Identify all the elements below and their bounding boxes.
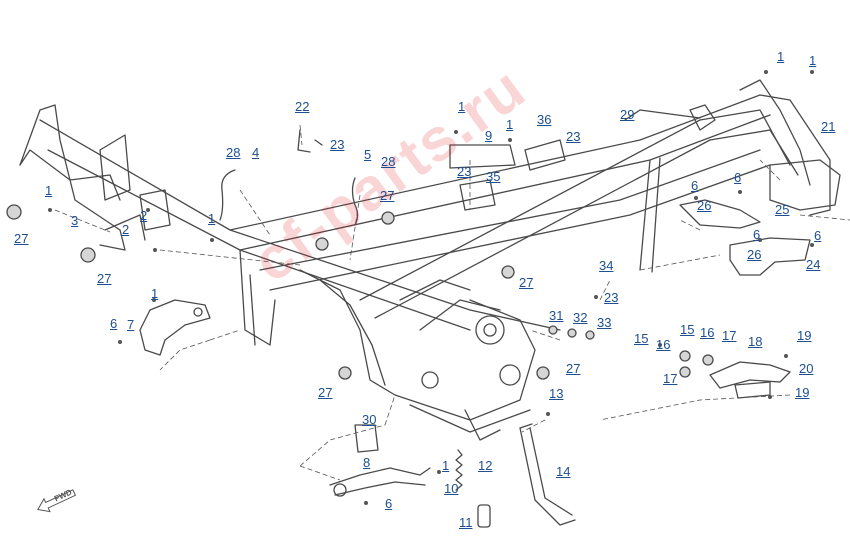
callout-17[interactable]: 17 [722,328,737,343]
callout-6[interactable]: 6 [385,496,393,511]
side-stand [519,423,576,526]
callout-27[interactable]: 27 [318,385,333,400]
callout-2[interactable]: 2 [122,222,130,237]
rear-subframe [624,79,841,211]
callout-36[interactable]: 36 [537,112,552,127]
callout-27[interactable]: 27 [380,188,395,203]
callout-16[interactable]: 16 [656,337,671,352]
callout-32[interactable]: 32 [573,310,588,325]
callout-3[interactable]: 3 [71,213,79,228]
callout-26[interactable]: 26 [697,198,712,213]
callout-22[interactable]: 22 [295,99,310,114]
callout-24[interactable]: 24 [806,257,821,272]
bracket-24 [679,199,811,276]
callout-11[interactable]: 11 [459,515,473,530]
callout-14[interactable]: 14 [556,464,571,479]
callout-12[interactable]: 12 [478,458,493,473]
callout-10[interactable]: 10 [444,481,459,496]
callout-27[interactable]: 27 [519,275,534,290]
callout-1[interactable]: 1 [442,458,450,473]
callout-1[interactable]: 1 [777,49,785,64]
callout-7[interactable]: 7 [127,317,135,332]
callout-28[interactable]: 28 [381,154,396,169]
footrest-bracket-right [709,361,791,399]
bushings [6,204,714,380]
callout-27[interactable]: 27 [14,231,29,246]
callout-16[interactable]: 16 [700,325,715,340]
callout-33[interactable]: 33 [597,315,612,330]
callout-6[interactable]: 6 [110,316,118,331]
front-left-frame [19,104,171,251]
callout-1[interactable]: 1 [45,183,53,198]
callout-23[interactable]: 23 [457,164,472,179]
callout-31[interactable]: 31 [549,308,564,323]
callout-35[interactable]: 35 [486,169,501,184]
callout-23[interactable]: 23 [566,129,581,144]
callout-1[interactable]: 1 [151,286,159,301]
callout-28[interactable]: 28 [226,145,241,160]
engine-cradle [239,249,536,441]
upper-brackets [449,139,566,211]
forward-arrow-icon [37,489,77,513]
hook-parts [219,129,359,226]
callout-25[interactable]: 25 [775,202,790,217]
footrest-bracket-front [139,299,211,356]
callout-21[interactable]: 21 [821,119,836,134]
callout-1[interactable]: 1 [458,99,466,114]
callout-6[interactable]: 6 [814,228,822,243]
callout-27[interactable]: 27 [566,361,581,376]
callout-1[interactable]: 1 [506,117,514,132]
callout-29[interactable]: 29 [620,107,635,122]
callout-20[interactable]: 20 [799,361,814,376]
callout-8[interactable]: 8 [363,455,371,470]
callout-1[interactable]: 1 [809,53,817,68]
leader-lines [54,124,850,481]
callout-15[interactable]: 15 [680,322,695,337]
callout-9[interactable]: 9 [485,128,493,143]
callout-19[interactable]: 19 [797,328,812,343]
callout-26[interactable]: 26 [747,247,762,262]
callout-13[interactable]: 13 [549,386,564,401]
callout-19[interactable]: 19 [795,385,810,400]
callout-30[interactable]: 30 [362,412,377,427]
callout-15[interactable]: 15 [634,331,649,346]
callout-34[interactable]: 34 [599,258,614,273]
stand-spring [455,449,491,528]
footrest-bracket-left [329,424,431,497]
callout-4[interactable]: 4 [252,145,260,160]
callout-6[interactable]: 6 [753,227,761,242]
callout-6[interactable]: 6 [691,178,699,193]
callout-17[interactable]: 17 [663,371,678,386]
callout-23[interactable]: 23 [604,290,619,305]
callout-2[interactable]: 2 [140,208,148,223]
callout-1[interactable]: 1 [208,211,216,226]
callout-27[interactable]: 27 [97,271,112,286]
bolts [48,70,814,505]
callout-6[interactable]: 6 [734,170,742,185]
frame-main-rails [39,94,831,331]
callout-18[interactable]: 18 [748,334,763,349]
callout-23[interactable]: 23 [330,137,345,152]
callout-5[interactable]: 5 [364,147,372,162]
